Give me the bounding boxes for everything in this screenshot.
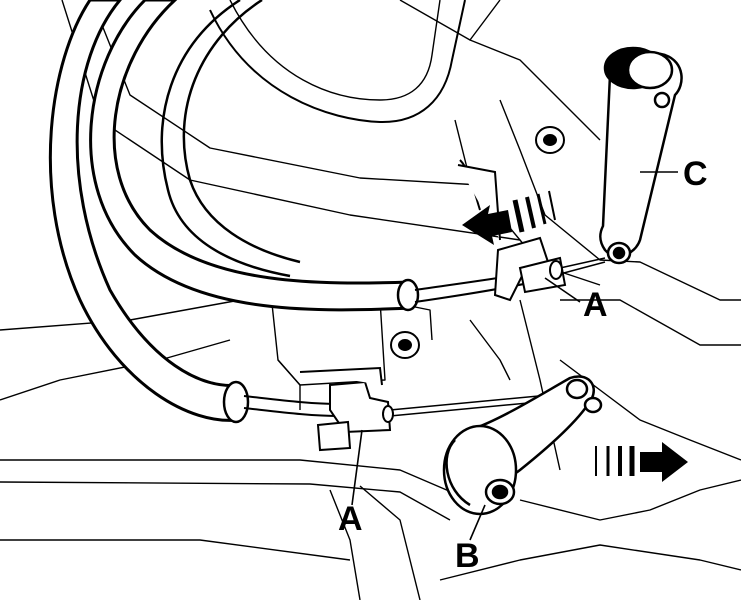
label-c: C	[683, 155, 708, 193]
arrow-right-icon	[595, 442, 688, 482]
leader-upper-a	[544, 277, 581, 303]
cable-sheaths	[48, 0, 414, 422]
label-a-upper: A	[583, 286, 608, 324]
lever-b	[442, 375, 603, 516]
mounting-bolts	[390, 126, 565, 359]
leader-lines	[351, 171, 678, 541]
label-a-lower: A	[338, 500, 363, 538]
lever-c	[599, 46, 683, 265]
lower-cable-clip	[299, 366, 394, 452]
leader-lower-a	[351, 429, 363, 506]
label-b: B	[455, 537, 480, 575]
leader-b	[469, 504, 486, 541]
arrow-left-icon	[462, 190, 556, 245]
sheath-end-caps	[222, 278, 420, 424]
